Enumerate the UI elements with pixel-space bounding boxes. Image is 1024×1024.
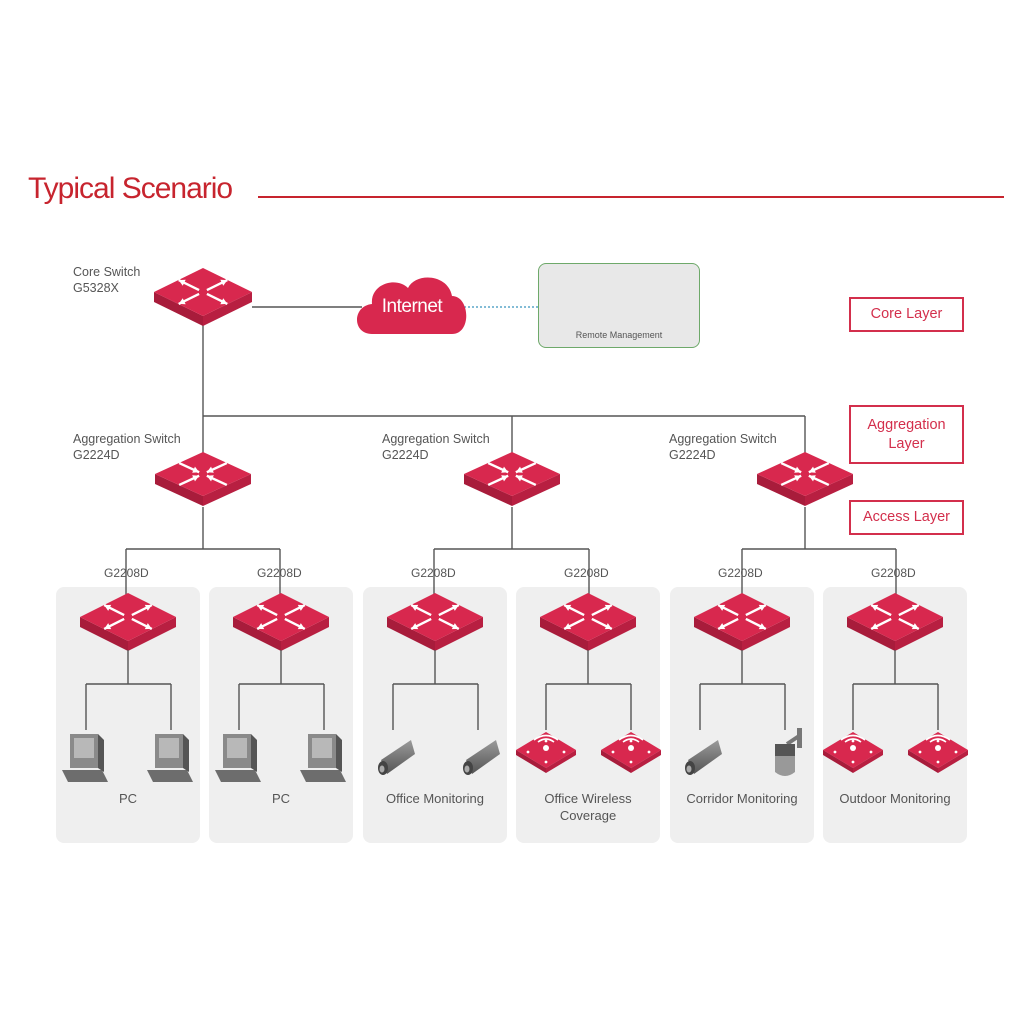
agg3-downlinks xyxy=(741,507,897,595)
switch-arrows-icon xyxy=(178,461,228,487)
access-switch-icon xyxy=(80,593,176,651)
switch-arrows-icon xyxy=(178,279,228,305)
switch-arrows-icon xyxy=(256,604,306,630)
access-panel-label: Office Monitoring xyxy=(385,791,485,806)
dome-camera-icon xyxy=(775,728,802,776)
aggregation-switch-icon xyxy=(464,452,560,506)
camera-icon xyxy=(378,740,415,775)
access-point-icon xyxy=(823,732,883,773)
access-switch-icon xyxy=(694,593,790,651)
access-switch-icon xyxy=(387,593,483,651)
aggregation-layer-box: Aggregation Layer xyxy=(849,405,964,464)
internet-cloud-icon xyxy=(357,277,467,334)
switch-arrows-icon xyxy=(487,461,537,487)
access-layer-box: Access Layer xyxy=(849,500,964,535)
core-switch-icon xyxy=(154,268,252,326)
access-panel-label: Office Wireless Coverage xyxy=(544,791,632,823)
device-links xyxy=(85,650,939,730)
access-panel-label: PC xyxy=(271,791,291,806)
camera-icon xyxy=(685,740,722,775)
access-switch-model: G2208D xyxy=(564,566,609,580)
pc-icon xyxy=(215,734,261,782)
camera-icon xyxy=(463,740,500,775)
switch-arrows-icon xyxy=(870,604,920,630)
remote-management-box: Remote Management xyxy=(538,263,700,348)
access-switch-icon xyxy=(847,593,943,651)
switch-arrows-icon xyxy=(780,461,830,487)
core-layer-box: Core Layer xyxy=(849,297,964,332)
access-panel-label: Outdoor Monitoring xyxy=(839,791,951,806)
access-panel-label: PC xyxy=(118,791,138,806)
access-panel-label: Corridor Monitoring xyxy=(686,791,798,806)
access-point-icon xyxy=(601,732,661,773)
access-switch-icon xyxy=(233,593,329,651)
agg1-downlinks xyxy=(125,507,281,595)
switch-arrows-icon xyxy=(563,604,613,630)
internet-label: Internet xyxy=(381,296,443,317)
pc-icon xyxy=(62,734,108,782)
pc-icon xyxy=(147,734,193,782)
access-panel: PC xyxy=(56,587,200,843)
switch-arrows-icon xyxy=(717,604,767,630)
access-switch-model: G2208D xyxy=(871,566,916,580)
access-point-icon xyxy=(908,732,968,773)
title-rule xyxy=(258,196,1004,198)
switch-arrows-icon xyxy=(410,604,460,630)
page-title: Typical Scenario xyxy=(28,172,233,205)
aggregation-switch-icon xyxy=(155,452,251,506)
access-switch-model: G2208D xyxy=(718,566,763,580)
remote-management-label: Remote Management xyxy=(575,330,663,340)
access-point-icon xyxy=(516,732,576,773)
agg2-downlinks xyxy=(433,507,590,595)
aggregation-switch-icon xyxy=(757,452,853,506)
pc-icon xyxy=(300,734,346,782)
connection-lines xyxy=(125,306,897,595)
switch-arrows-icon xyxy=(103,604,153,630)
access-switch-icon xyxy=(540,593,636,651)
